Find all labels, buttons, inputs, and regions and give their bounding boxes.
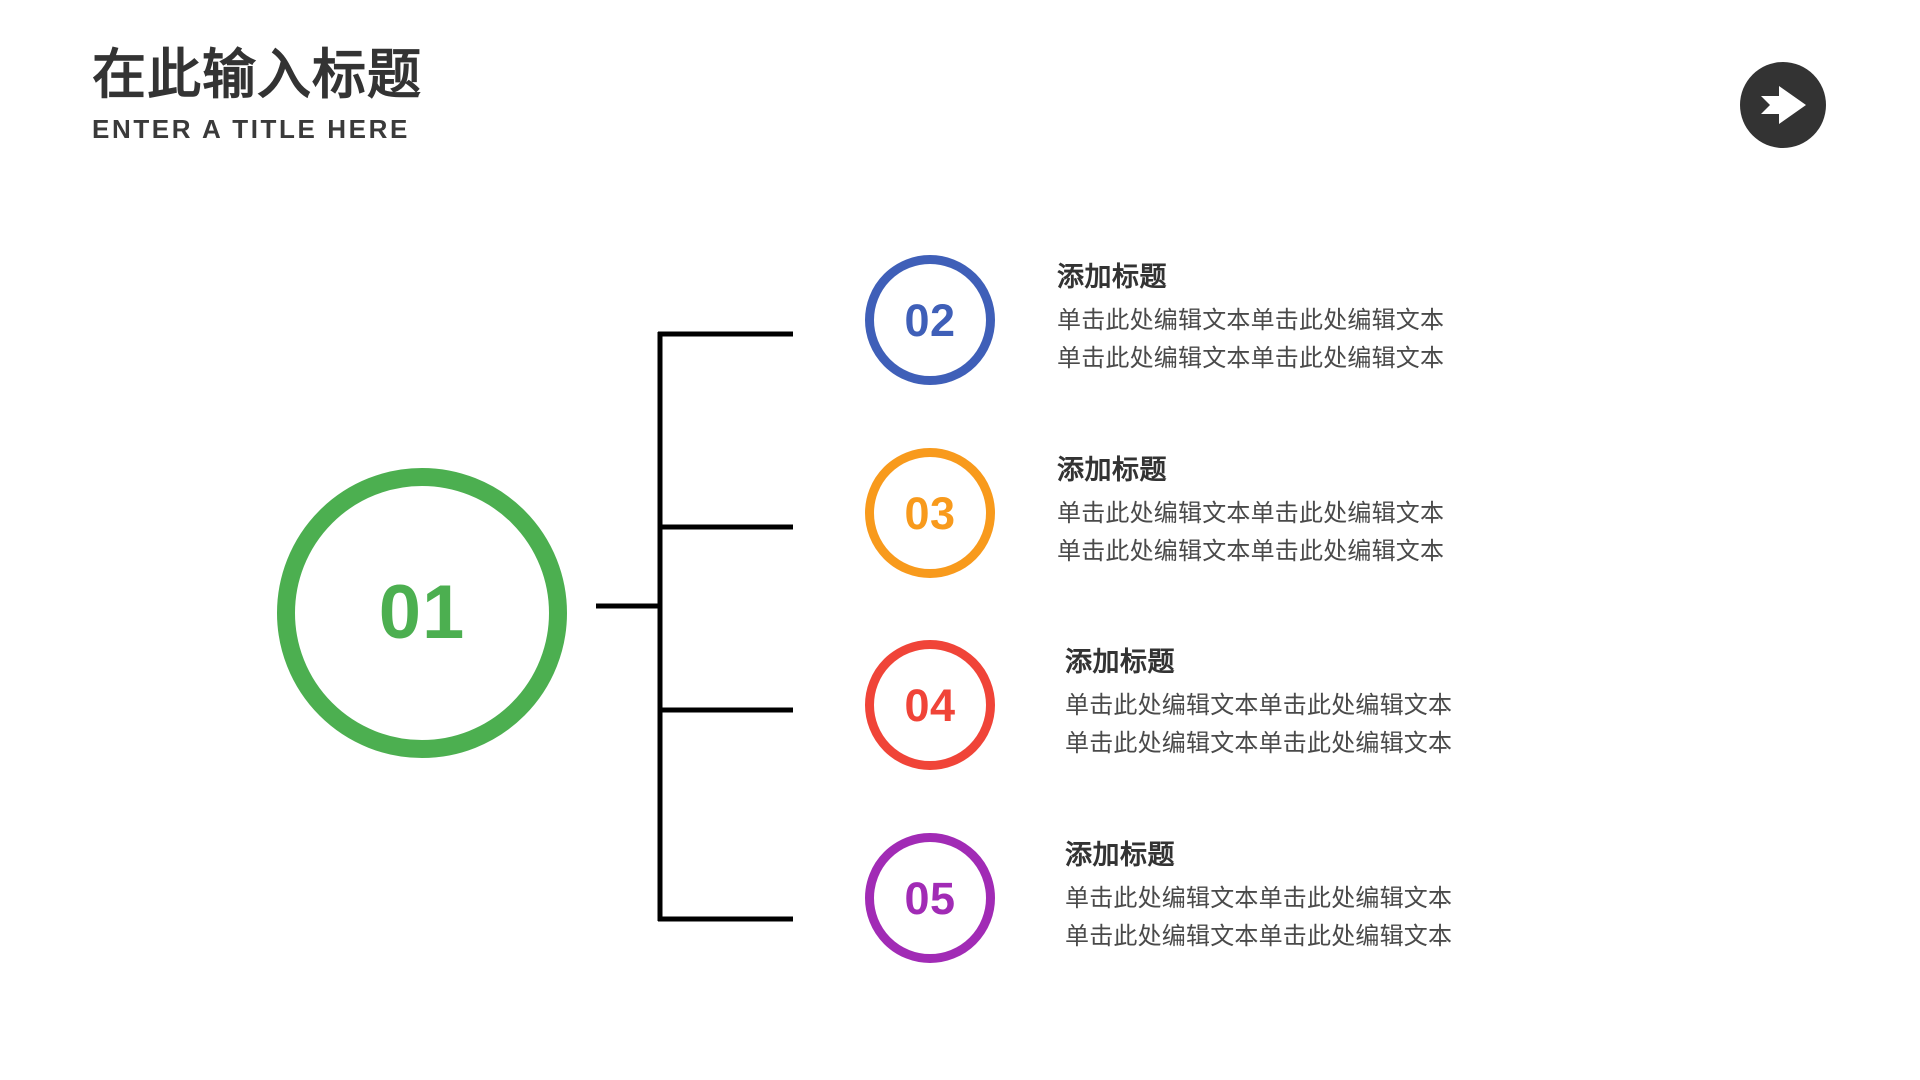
page-subtitle: ENTER A TITLE HERE [92,114,410,145]
step-number-label: 04 [904,679,956,731]
step-text-block: 添加标题 单击此处编辑文本单击此处编辑文本 单击此处编辑文本单击此处编辑文本 [995,833,1452,955]
step-circle-02[interactable]: 02 [865,255,995,385]
step-description: 单击此处编辑文本单击此处编辑文本 单击此处编辑文本单击此处编辑文本 [1057,302,1444,376]
step-text-block: 添加标题 单击此处编辑文本单击此处编辑文本 单击此处编辑文本单击此处编辑文本 [995,448,1444,570]
step-circle-04[interactable]: 04 [865,640,995,770]
step-description: 单击此处编辑文本单击此处编辑文本 单击此处编辑文本单击此处编辑文本 [1065,880,1452,954]
step-title: 添加标题 [1065,840,1175,870]
step-item-03[interactable]: 03 添加标题 单击此处编辑文本单击此处编辑文本 单击此处编辑文本单击此处编辑文… [865,448,1444,578]
step-text-block: 添加标题 单击此处编辑文本单击此处编辑文本 单击此处编辑文本单击此处编辑文本 [995,255,1444,377]
step-description-line: 单击此处编辑文本单击此处编辑文本 [1057,500,1445,528]
step-description: 单击此处编辑文本单击此处编辑文本 单击此处编辑文本单击此处编辑文本 [1057,495,1444,569]
step-item-02[interactable]: 02 添加标题 单击此处编辑文本单击此处编辑文本 单击此处编辑文本单击此处编辑文… [865,255,1444,385]
step-description-line: 单击此处编辑文本单击此处编辑文本 [1065,885,1453,913]
arrow-right-icon [1757,83,1809,127]
step-description-line: 单击此处编辑文本单击此处编辑文本 [1057,344,1445,372]
page-title: 在此输入标题 [92,45,422,105]
step-number-label: 02 [904,294,956,346]
step-description-line: 单击此处编辑文本单击此处编辑文本 [1065,922,1453,950]
step-description-line: 单击此处编辑文本单击此处编辑文本 [1065,729,1453,757]
step-text-block: 添加标题 单击此处编辑文本单击此处编辑文本 单击此处编辑文本单击此处编辑文本 [995,640,1452,762]
step-number-label: 03 [904,487,956,539]
step-item-05[interactable]: 05 添加标题 单击此处编辑文本单击此处编辑文本 单击此处编辑文本单击此处编辑文… [865,833,1452,963]
hub-circle-01[interactable]: 01 [277,468,567,758]
hub-number-label: 01 [378,570,466,655]
arrow-right-button[interactable] [1740,62,1826,148]
step-number-label: 05 [904,872,956,924]
step-title: 添加标题 [1065,647,1175,677]
step-item-04[interactable]: 04 添加标题 单击此处编辑文本单击此处编辑文本 单击此处编辑文本单击此处编辑文… [865,640,1452,770]
step-description: 单击此处编辑文本单击此处编辑文本 单击此处编辑文本单击此处编辑文本 [1065,687,1452,761]
step-circle-05[interactable]: 05 [865,833,995,963]
step-description-line: 单击此处编辑文本单击此处编辑文本 [1057,537,1445,565]
step-circle-03[interactable]: 03 [865,448,995,578]
step-title: 添加标题 [1057,262,1167,292]
slide-header: 在此输入标题 ENTER A TITLE HERE [92,46,422,145]
step-description-line: 单击此处编辑文本单击此处编辑文本 [1057,307,1445,335]
step-title: 添加标题 [1057,455,1167,485]
step-description-line: 单击此处编辑文本单击此处编辑文本 [1065,692,1453,720]
